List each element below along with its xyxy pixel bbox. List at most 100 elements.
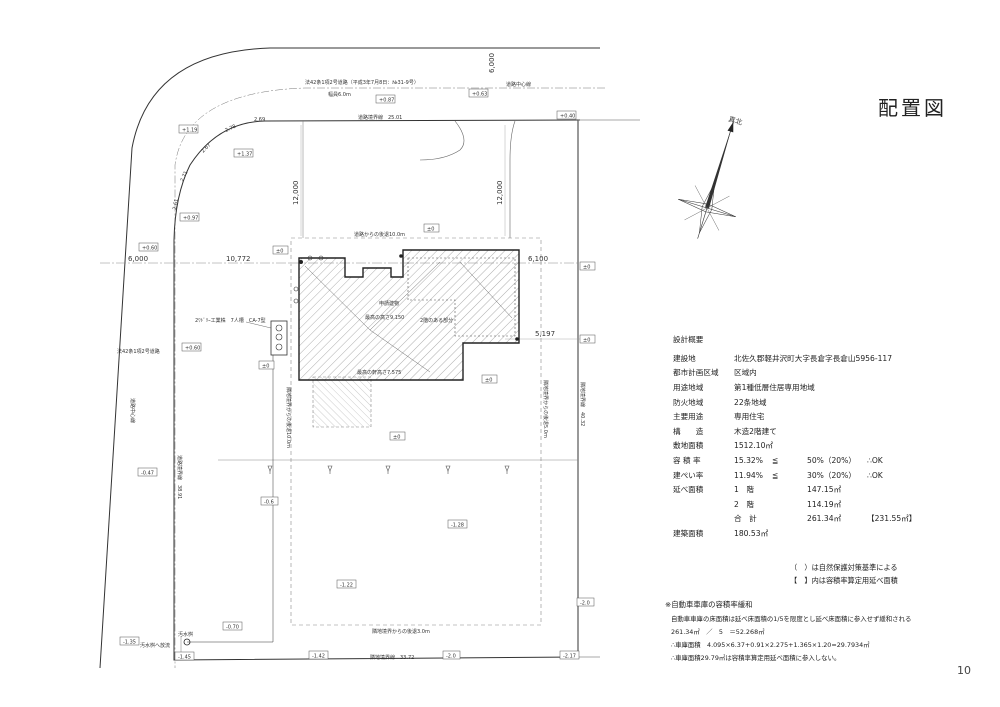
dim-5197: 5,197: [535, 330, 555, 338]
chord-267: 2.67: [200, 142, 212, 154]
sewer-label: 汚水桝: [178, 631, 193, 638]
overview-row: 建設地 北佐久郡軽井沢町大字長倉字長倉山5956-117: [673, 351, 933, 366]
overview-key: 用途地域: [673, 382, 704, 392]
bcr-ok: ∴OK: [867, 470, 883, 480]
road-boundary-line: [173, 119, 581, 661]
sewer-manhole: [183, 638, 191, 646]
level-000f: ±0: [485, 378, 492, 384]
relief-line: ∴車庫面積29.79㎡は容積率算定用延べ面積に参入しない。: [671, 654, 841, 662]
bcr-key: 建ぺい率: [673, 470, 704, 480]
sewer-outlet-label: 汚水桝へ放流: [140, 642, 170, 649]
level-20a: -2.0: [446, 654, 456, 660]
page-number: 10: [957, 664, 971, 677]
level-000c: ±0: [583, 265, 590, 271]
level-217: -2.17: [563, 654, 576, 660]
overview-value: 木造2階建て: [734, 426, 777, 436]
floor-far-area: 【231.55㎡】: [867, 514, 917, 524]
floor-level: 1 階: [734, 485, 755, 495]
far-value: 15.32%: [734, 455, 763, 465]
level-145: -1.45: [178, 655, 191, 661]
second-floor-outline: [407, 257, 516, 337]
overview-value: 区域内: [734, 368, 757, 378]
overview-key: 都市計画区域: [673, 368, 719, 378]
level-060a: +0.60: [142, 246, 157, 252]
level-097: +0.97: [183, 216, 198, 222]
dim-12000-b: 12,000: [496, 181, 504, 206]
overview-heading: 設計概要: [673, 335, 704, 344]
slope-symbols: [267, 465, 510, 474]
floor-level: 合 計: [734, 514, 757, 524]
dim-6000-top: 6,000: [488, 53, 496, 73]
chord-271: 2.71: [179, 170, 189, 183]
far-ok: ∴OK: [867, 455, 883, 465]
note-brackets: 【 】内は容積率算定用延べ面積: [790, 576, 898, 585]
overview-key: 主要用途: [673, 412, 704, 422]
north-arrow: [678, 121, 736, 239]
two-story-label: 2階のある部分: [420, 317, 453, 324]
overview-value: 北佐久郡軽井沢町大字長倉字長倉山5956-117: [734, 353, 893, 363]
overview-value: 1512.10㎡: [734, 441, 773, 451]
road-boundary-label: 道路境界線 25.01: [358, 114, 402, 121]
far-limit: 50%（20%）: [807, 455, 856, 465]
road-centerline-label: 道路中心線: [506, 81, 531, 88]
road-outer-edge: [99, 47, 600, 669]
road-width: 幅員6.0m: [328, 91, 351, 98]
dim-10772: 10,772: [226, 255, 251, 263]
west-road-label: 法42条1項2号道路: [117, 348, 160, 355]
floor-area: 147.15㎡: [807, 485, 842, 495]
overview-row: 敷地面積 1512.10㎡: [673, 439, 933, 454]
floor-level: 2 階: [734, 499, 755, 509]
level-000d: ±0: [583, 338, 590, 344]
setback-road-label: 道路からの後退10.0m: [354, 231, 405, 238]
setback-west-label: 隣地境界からの後退10.0m: [285, 387, 292, 448]
overview-value: 専用住宅: [734, 412, 765, 422]
building-label: 申請建物: [379, 300, 399, 307]
east-boundary-label: 隣地境界線 40.32: [579, 382, 586, 426]
level-128: -1.28: [451, 523, 464, 529]
design-overview: 設計概要 建設地 北佐久郡軽井沢町大字長倉字長倉山5956-117 都市計画区域 区…: [673, 334, 933, 541]
legend-notes: （ ）は自然保護対策基準による 【 】内は容積率算定用延べ面積: [790, 561, 898, 587]
far-compare: ≦: [772, 455, 779, 465]
floor-area: 261.34㎡: [807, 514, 842, 524]
floor-row: 延べ面積 1 階 147.15㎡: [673, 482, 933, 497]
level-063: +0.63: [472, 92, 487, 98]
level-119: +1.19: [182, 128, 197, 134]
level-000b: ±0: [276, 249, 283, 255]
eave-height-label: 最高の軒高さ7.575: [357, 369, 401, 376]
level-20b: -2.0: [580, 601, 590, 607]
floor-row: 合 計 261.34㎡ 【231.55㎡】: [673, 512, 933, 527]
setback-boundary: [290, 237, 542, 626]
overview-value: 第1種低層住居専用地域: [734, 382, 815, 392]
bcr-value: 11.94%: [734, 470, 763, 480]
overview-key: 建設地: [673, 353, 696, 363]
level-000e: ±0: [262, 364, 269, 370]
west-boundary-label: 道路境界線 38.91: [176, 455, 183, 499]
chord-278: 2.78: [224, 124, 237, 134]
water-meter-label: 2ﾜﾄﾞﾘｰ工業株 7人槽 CA-7型: [195, 317, 266, 324]
chord-261: 2.61: [172, 198, 180, 210]
setback-south-label: 隣地境界からの後退3.0m: [372, 628, 430, 635]
level-142: -1.42: [312, 654, 325, 660]
building-area-value: 180.53㎡: [734, 528, 769, 538]
level-122: -1.22: [340, 583, 353, 589]
overview-row: 構 造木造2階建て: [673, 424, 933, 439]
overview-row: 用途地域 第1種低層住居専用地域: [673, 380, 933, 395]
dim-6100: 6,100: [528, 255, 548, 263]
road-label: 法42条1項2号道路（平成3年7月8日：№31-9号）: [305, 79, 419, 86]
dim-6000-left: 6,000: [128, 255, 148, 263]
overview-key: 敷地面積: [673, 441, 704, 451]
level-040: +0.40: [560, 114, 575, 120]
max-height-label: 最高の高さ9.150: [365, 314, 404, 321]
setback-east-label: 隣地境界からの後退5.0m: [542, 380, 549, 438]
floor-key: 延べ面積: [673, 485, 704, 495]
overview-key: 防火地域: [673, 397, 704, 407]
level-070: -0.70: [226, 625, 239, 631]
overview-row: 主要用途 専用住宅: [673, 409, 933, 424]
relief-line: ∴車庫面積 4.095×6.37+0.91×2.275+1.365×1.20=2…: [671, 641, 870, 649]
